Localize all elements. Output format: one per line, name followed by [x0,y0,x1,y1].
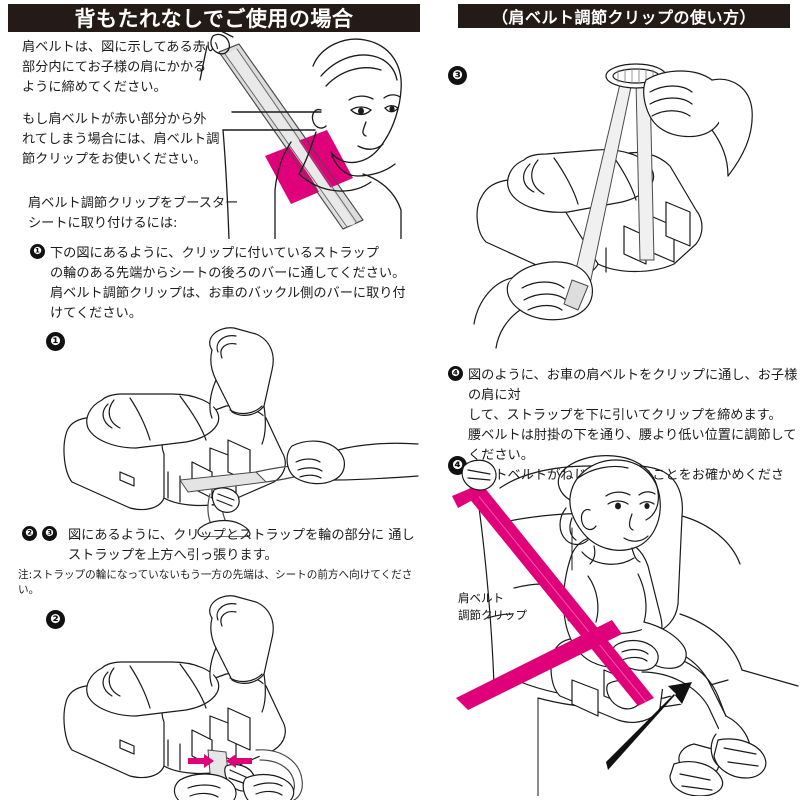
intro-paragraph-3: 肩ベルト調節クリップをブースター シートに取り付けるには: [28,196,239,231]
figure-2-badge-wrap: ❷ [46,606,67,629]
left-column: 肩ベルトは、図に示してある赤い 部分内にてお子様の肩にかかる ように締めてくださ… [0,29,432,800]
figure-shoulder-belt-position [195,24,430,239]
step-4-badge: ❹ [448,366,463,381]
figure-4-child-seated: GRACO [442,448,800,796]
intro-paragraph-1: 肩ベルトは、図に示してある赤い 部分内にてお子様の肩にかかる ように締めてくださ… [22,40,220,95]
step-23-block: ❷ ❸ 図にあるように、クリップとストラップを輪の部分に 通し ストラップを上方… [22,526,422,566]
section-header-right: （肩ベルト調節クリップの使い方） [458,4,790,28]
intro-paragraph-2: もし肩ベルトが赤い部分から外 れてしまう場合には、肩ベルト調 節クリップをお使い… [22,112,220,167]
figure-1-badge: ❶ [46,331,65,351]
column-divider [434,0,435,800]
callout-shoulder-belt-clip: 肩ベルト 調節クリップ [458,591,527,622]
figure-2-badge: ❷ [46,609,65,629]
step-1-block: ❶ 下の図にあるように、クリップに付いているストラップ の輪のある先端からシート… [30,244,416,324]
section-header-left: 背もたれなしでご使用の場合 [8,4,420,32]
step-1-text: 下の図にあるように、クリップに付いているストラップ の輪のある先端からシートの後… [50,246,406,321]
note-text: 注:ストラップの輪になっていないもう一方の先端は、シートの前方へ向けてください。 [18,569,413,596]
figure-2-booster-seat [60,590,420,800]
figure-1-booster-seat [60,322,420,537]
figure-3-badge-wrap: ❸ [448,62,469,85]
right-column: ❸ [440,34,800,800]
figure-3-pull-straps [460,48,800,353]
figure-1-badge-wrap: ❶ [46,328,67,351]
step-23-text: 図にあるように、クリップとストラップを輪の部分に 通し ストラップを上方へ引っ張… [68,528,415,563]
step-2-badge: ❷ [22,526,37,541]
figure-3-badge: ❸ [448,65,467,85]
step-3-badge: ❸ [42,526,57,541]
step-1-badge: ❶ [30,244,45,259]
